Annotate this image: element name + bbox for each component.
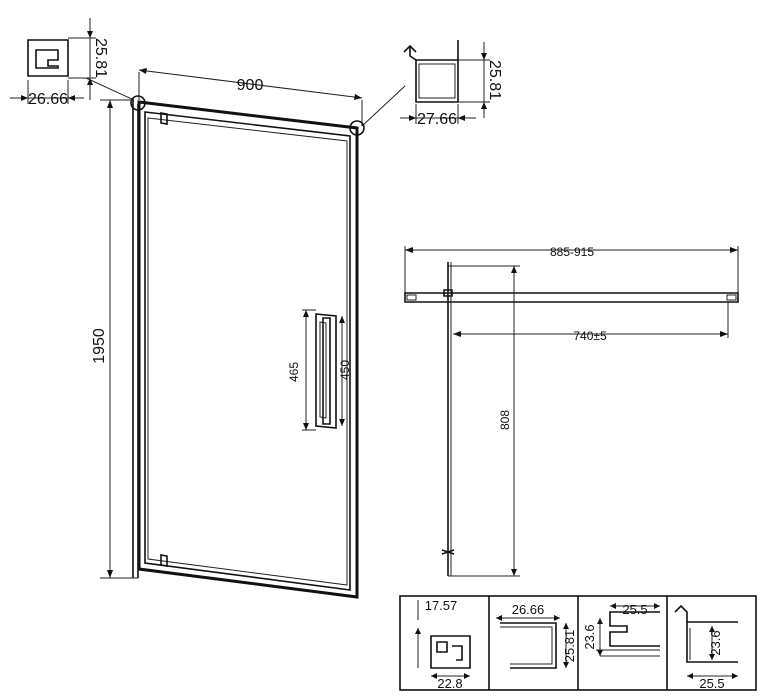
cell-4-bottom-label: 25.5 <box>699 676 724 691</box>
cell-1-bottom-label: 22.8 <box>437 676 462 691</box>
door-height-label: 1950 <box>91 328 108 364</box>
cell-3-side-label: 23.6 <box>582 624 597 649</box>
plan-swing-label: 808 <box>498 410 512 430</box>
profile-cell-3 <box>596 603 660 657</box>
plan-overall-range-label: 885-915 <box>550 245 594 259</box>
plan-view <box>404 246 739 577</box>
cell-2-side-label: 25.81 <box>562 630 577 663</box>
profile-cell-4 <box>674 604 738 679</box>
profile-cell-2 <box>496 615 569 669</box>
plan-opening-label: 740±5 <box>573 329 607 343</box>
door-width-label: 900 <box>237 77 264 94</box>
profile-top-right-height: 25.81 <box>486 60 503 100</box>
handle-inner-label: 450 <box>338 360 352 380</box>
cell-2-top-label: 26.66 <box>512 602 545 617</box>
profile-top-left-height: 25.81 <box>92 38 109 78</box>
cell-1-top-label: 17.57 <box>425 598 458 613</box>
profile-detail-top-left <box>10 18 96 104</box>
cell-3-top-label: 25.5 <box>622 602 647 617</box>
profile-detail-top-right <box>400 40 490 124</box>
door-elevation <box>85 68 406 599</box>
profile-cell-1 <box>415 600 471 679</box>
profile-top-left-width: 26.66 <box>28 91 68 108</box>
cell-4-side-label: 23.6 <box>708 630 723 655</box>
profile-top-right-width: 27.66 <box>417 111 457 128</box>
profile-table <box>399 595 757 691</box>
handle-outer-label: 465 <box>287 362 301 382</box>
